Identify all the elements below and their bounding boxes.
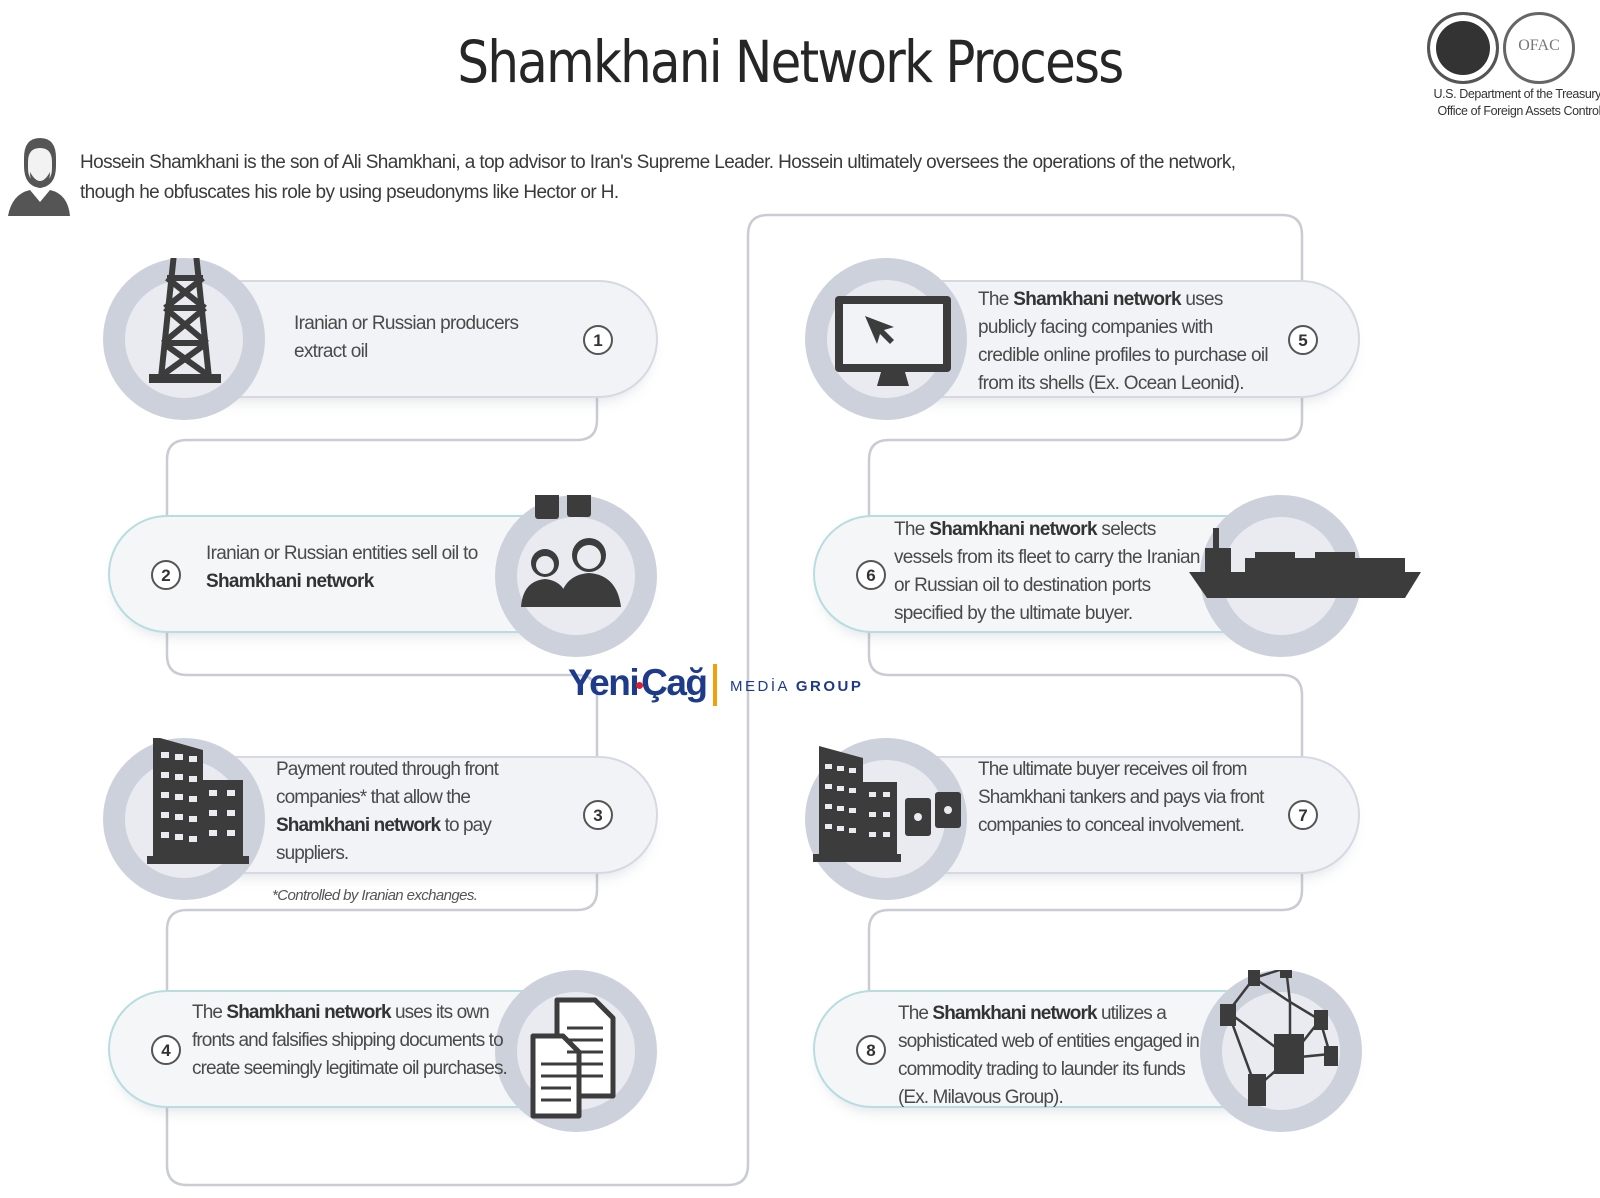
step-5-icon-disc [805, 258, 967, 420]
yenicag-watermark: YeniÇağ MEDİA GROUP [568, 660, 898, 712]
step-1-number: 1 [583, 325, 613, 355]
watermark-logo: YeniÇağ [568, 662, 708, 703]
step-1-icon-disc [103, 258, 265, 420]
step-6-number: 6 [856, 560, 886, 590]
network-web-icon [1220, 970, 1338, 1106]
step-7-text: The ultimate buyer receives oil from Sha… [978, 759, 1264, 836]
step-5-number: 5 [1288, 325, 1318, 355]
ofac-seal-icon: OFAC [1503, 12, 1575, 84]
documents-icon [530, 997, 616, 1119]
step-2-text: Iranian or Russian entities sell oil to … [206, 543, 478, 592]
step-2-number: 2 [151, 560, 181, 590]
tanker-ship-icon [1189, 528, 1421, 598]
step-6-text: The Shamkhani network selects vessels fr… [894, 519, 1200, 624]
step-7-icon-disc [805, 738, 967, 900]
person-avatar-icon [8, 138, 70, 216]
intro-line-2: though he obfuscates his role by using p… [80, 182, 619, 203]
treasury-ofac-seals: OFAC U.S. Department of the Treasury Off… [1395, 8, 1600, 128]
oil-sellers-icon [521, 495, 621, 607]
treasury-seal-icon [1427, 12, 1499, 84]
step-1-text: Iranian or Russian producers extract oil [294, 313, 519, 362]
watermark-subtitle: MEDİA GROUP [730, 678, 864, 695]
watermark-dot-icon [636, 681, 644, 689]
step-8-number: 8 [856, 1035, 886, 1065]
step-2-icon-disc [495, 495, 657, 657]
page-title: Shamkhani Network Process [457, 28, 1124, 96]
watermark-divider [713, 664, 717, 706]
oil-derrick-icon [149, 258, 221, 383]
ofac-seal-text: OFAC [1518, 37, 1560, 54]
step-8-text: The Shamkhani network utilizes a sophist… [898, 1003, 1200, 1108]
step-3-icon-disc [103, 738, 265, 900]
agency-line-2: Office of Foreign Assets Control [1437, 104, 1600, 118]
step-3-number: 3 [583, 800, 613, 830]
buildings-barrels-icon [813, 746, 961, 862]
intro-line-1: Hossein Shamkhani is the son of Ali Sham… [80, 152, 1236, 173]
computer-monitor-icon [835, 296, 951, 386]
office-building-icon [147, 738, 249, 864]
agency-line-1: U.S. Department of the Treasury [1433, 87, 1600, 101]
step-7-number: 7 [1288, 800, 1318, 830]
step-4-text: The Shamkhani network uses its own front… [192, 1002, 508, 1079]
step-3-text: Payment routed through front companies* … [276, 759, 499, 864]
step-4-icon-disc [495, 970, 657, 1132]
step-8-icon-disc [1200, 970, 1362, 1132]
step-4-number: 4 [151, 1035, 181, 1065]
step-3-footnote: *Controlled by Iranian exchanges. [272, 887, 478, 904]
intro-text: Hossein Shamkhani is the son of Ali Sham… [80, 148, 1370, 208]
step-5-text: The Shamkhani network uses publicly faci… [978, 289, 1269, 394]
